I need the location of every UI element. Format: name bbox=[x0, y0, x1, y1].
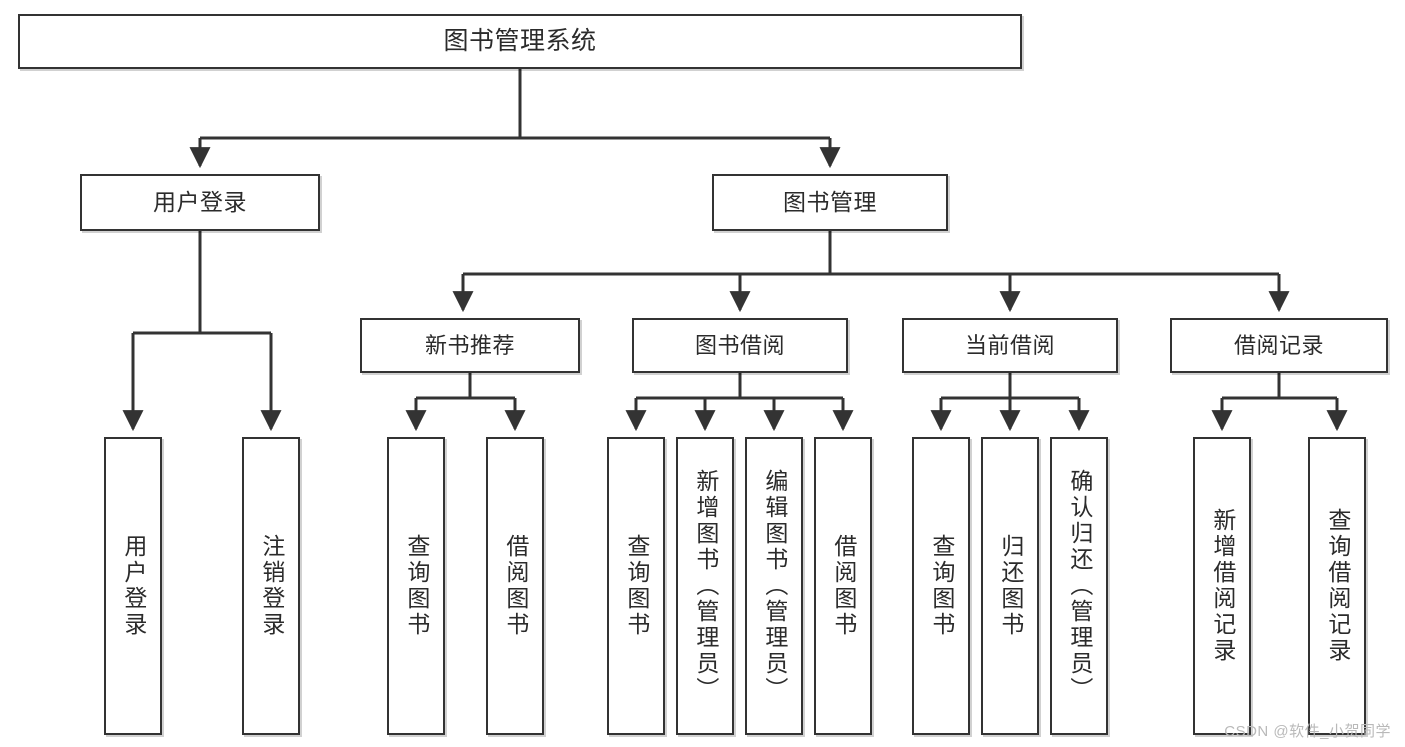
node-book-management[interactable]: 图书管理 bbox=[712, 174, 948, 231]
leaf-record-query[interactable]: 查询借阅记录 bbox=[1308, 437, 1366, 735]
leaf-current-return[interactable]: 归还图书 bbox=[981, 437, 1039, 735]
leaf-borrow-edit-book-label: 编辑图书（管理员） bbox=[761, 469, 788, 703]
leaf-borrow-add-book-label: 新增图书（管理员） bbox=[692, 469, 719, 703]
leaf-user-login-label: 用户登录 bbox=[120, 534, 147, 638]
leaf-newbook-query[interactable]: 查询图书 bbox=[387, 437, 445, 735]
leaf-user-logout-label: 注销登录 bbox=[258, 534, 285, 638]
leaf-current-return-label: 归还图书 bbox=[997, 534, 1024, 638]
leaf-current-query[interactable]: 查询图书 bbox=[912, 437, 970, 735]
leaf-newbook-borrow-label: 借阅图书 bbox=[502, 534, 529, 638]
node-book-borrow-label: 图书借阅 bbox=[694, 332, 785, 358]
node-root-label: 图书管理系统 bbox=[443, 27, 597, 56]
node-user-login[interactable]: 用户登录 bbox=[80, 174, 320, 231]
leaf-user-login[interactable]: 用户登录 bbox=[104, 437, 162, 735]
leaf-record-add[interactable]: 新增借阅记录 bbox=[1193, 437, 1251, 735]
leaf-user-logout[interactable]: 注销登录 bbox=[242, 437, 300, 735]
leaf-record-add-label: 新增借阅记录 bbox=[1209, 508, 1236, 664]
node-user-login-label: 用户登录 bbox=[153, 189, 247, 216]
leaf-newbook-borrow[interactable]: 借阅图书 bbox=[486, 437, 544, 735]
node-current-borrow-label: 当前借阅 bbox=[964, 332, 1055, 358]
node-book-borrow[interactable]: 图书借阅 bbox=[632, 318, 848, 373]
node-borrow-record-label: 借阅记录 bbox=[1233, 332, 1324, 358]
leaf-borrow-borrow-book-label: 借阅图书 bbox=[830, 534, 857, 638]
node-borrow-record[interactable]: 借阅记录 bbox=[1170, 318, 1388, 373]
watermark: CSDN @软件_小贺同学 bbox=[1224, 723, 1391, 740]
leaf-borrow-query-label: 查询图书 bbox=[623, 534, 650, 638]
leaf-current-confirm-return[interactable]: 确认归还（管理员） bbox=[1050, 437, 1108, 735]
leaf-borrow-query[interactable]: 查询图书 bbox=[607, 437, 665, 735]
leaf-newbook-query-label: 查询图书 bbox=[403, 534, 430, 638]
node-current-borrow[interactable]: 当前借阅 bbox=[902, 318, 1118, 373]
node-new-book-recommend-label: 新书推荐 bbox=[424, 332, 515, 358]
leaf-borrow-edit-book[interactable]: 编辑图书（管理员） bbox=[745, 437, 803, 735]
node-root[interactable]: 图书管理系统 bbox=[18, 14, 1022, 69]
leaf-borrow-borrow-book[interactable]: 借阅图书 bbox=[814, 437, 872, 735]
leaf-borrow-add-book[interactable]: 新增图书（管理员） bbox=[676, 437, 734, 735]
node-new-book-recommend[interactable]: 新书推荐 bbox=[360, 318, 580, 373]
leaf-record-query-label: 查询借阅记录 bbox=[1324, 508, 1351, 664]
leaf-current-query-label: 查询图书 bbox=[928, 534, 955, 638]
leaf-current-confirm-return-label: 确认归还（管理员） bbox=[1066, 469, 1093, 703]
node-book-management-label: 图书管理 bbox=[783, 189, 877, 216]
